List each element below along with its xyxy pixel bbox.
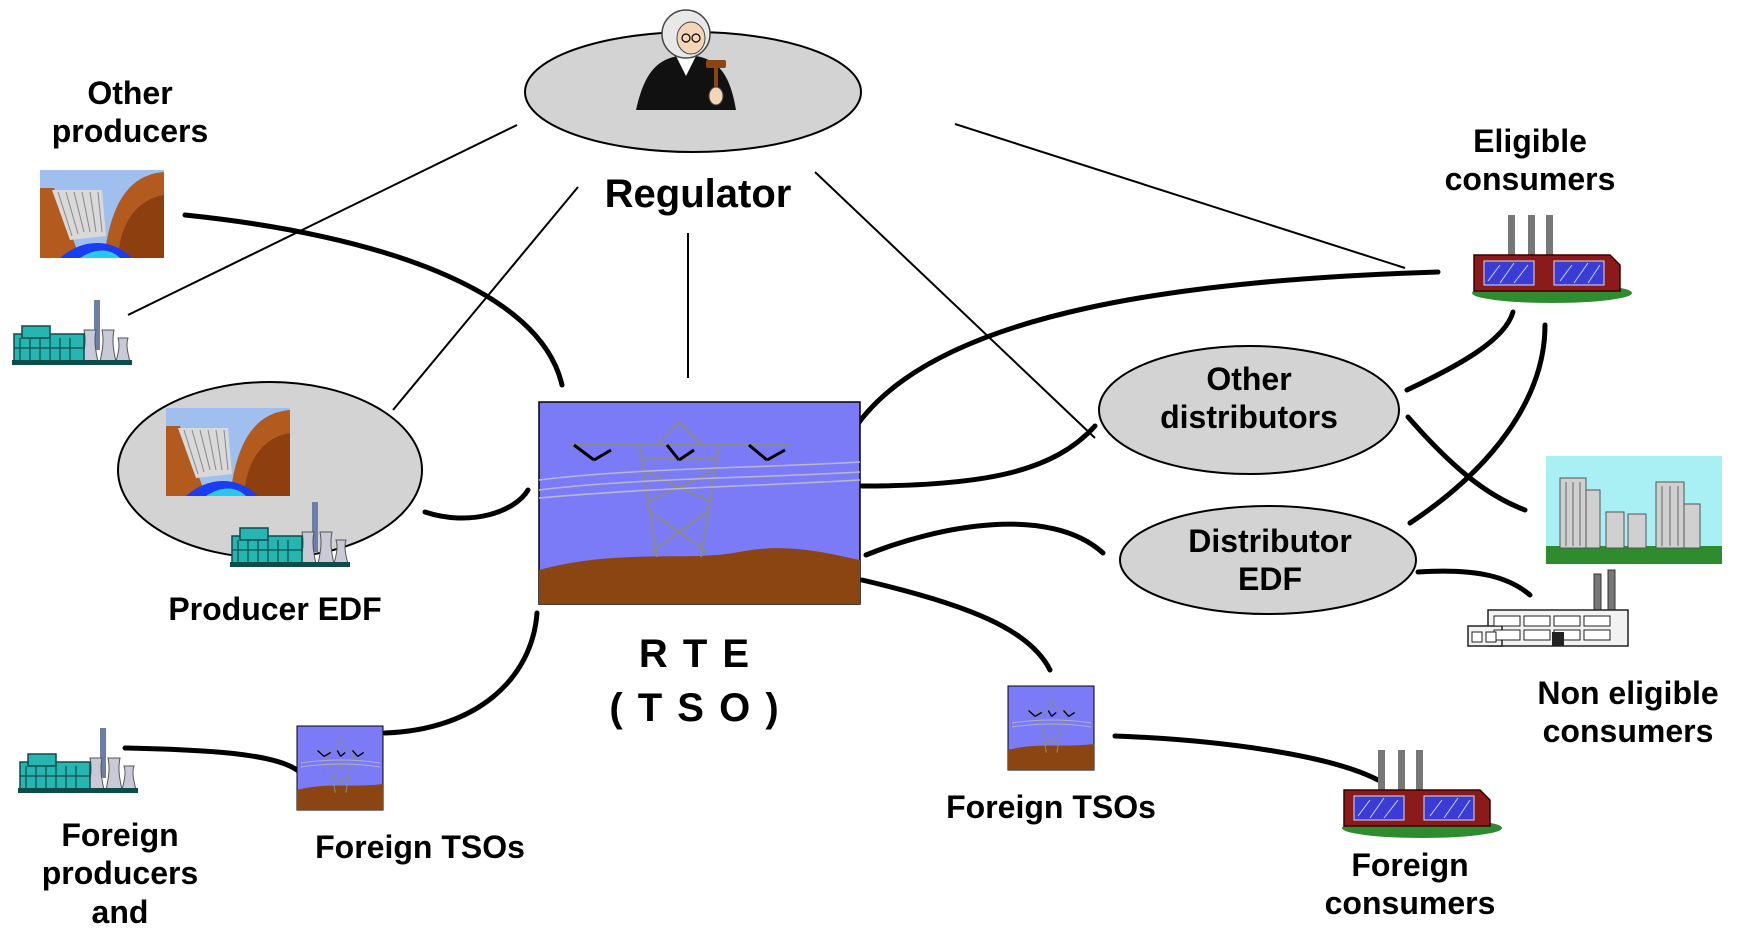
link-distributor-edf-non-eligible (1415, 568, 1533, 598)
foreign-producers-label: Foreign producers and (41, 817, 199, 930)
city-skyline-icon (1546, 456, 1722, 564)
non-eligible-consumers-label: Non eligible consumers (1537, 675, 1719, 750)
link-regulator-thermal-plant (127, 124, 518, 316)
other-producers-label: Other producers (51, 75, 209, 150)
link-rte-other-distributors (859, 423, 1098, 489)
rte-label: R T E (638, 632, 752, 676)
non-eligible-consumers-building-icon (1467, 569, 1629, 647)
distributor-edf-label: Distributor EDF (1188, 523, 1352, 598)
producer-edf-dam-icon (165, 407, 291, 497)
eligible-consumers-label: Eligible consumers (1444, 123, 1616, 198)
thermal-plant-icon (11, 299, 133, 366)
link-other-distributors-eligible (1404, 309, 1516, 393)
other-distributors-label: Other distributors (1160, 361, 1338, 436)
eligible-consumers-factory-icon (1471, 214, 1633, 304)
foreign-consumers-label: Foreign consumers (1324, 847, 1496, 922)
foreign-tso-left-label: Foreign TSOs (315, 829, 525, 865)
judge-icon (636, 9, 736, 110)
other-distributors-node (1098, 345, 1400, 475)
foreign-tso-left-picture (296, 725, 384, 811)
rte-tso-picture (538, 401, 861, 605)
link-rte-eligible-consumers (854, 269, 1441, 428)
tso-label: ( T S O ) (609, 686, 781, 730)
link-producer-edf-rte (422, 487, 531, 521)
link-rte-foreign-tso-left (382, 610, 540, 736)
link-foreign-tso-right-foreign-consumers (1112, 733, 1381, 783)
distributor-edf-node (1119, 505, 1417, 615)
link-regulator-other-distributors (814, 171, 1096, 439)
link-distributor-edf-eligible (1407, 322, 1548, 526)
foreign-tso-right-label: Foreign TSOs (946, 789, 1156, 825)
foreign-producers-plant-icon (17, 727, 139, 794)
link-regulator-producer-edf (392, 186, 579, 411)
foreign-tso-right-picture (1007, 685, 1095, 771)
producer-edf-label: Producer EDF (168, 591, 382, 627)
link-regulator-eligible-consumers (954, 123, 1406, 269)
regulator-label: Regulator (604, 172, 792, 216)
link-other-producers-rte (182, 212, 565, 388)
hydro-dam-icon (39, 169, 165, 259)
link-foreign-producers-foreign-tso (122, 745, 300, 773)
link-rte-distributor-edf (863, 521, 1106, 558)
foreign-consumers-factory-icon (1341, 749, 1503, 839)
link-rte-foreign-tso-right (859, 577, 1053, 673)
